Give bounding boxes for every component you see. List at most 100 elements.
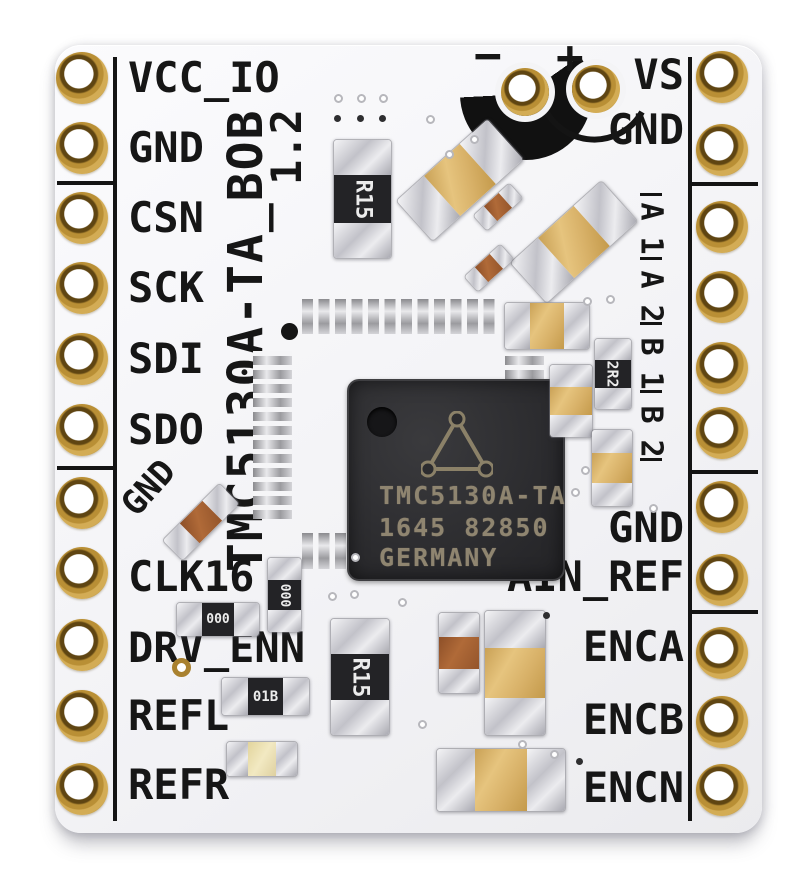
small-resistor-diag-b [463, 243, 515, 293]
motor-marking-tick [640, 257, 662, 260]
hole-drv-enn [56, 619, 108, 671]
pin-label-csn: CSN [128, 193, 204, 242]
hole-encn [696, 764, 748, 816]
hole-csn [56, 192, 108, 244]
silkscreen-divider-right-3 [688, 610, 758, 614]
test-point [518, 740, 527, 749]
test-point [550, 750, 559, 759]
via-dot [543, 612, 550, 619]
pin-label-gnd-2: GND [608, 503, 684, 552]
pin-label-vs: VS [633, 50, 684, 99]
resistor-value: R15 [347, 657, 373, 697]
pin-label-gnd-diagonal: GND [113, 451, 185, 525]
board-version-text: 1.2 [262, 109, 311, 185]
via-dot [357, 115, 364, 122]
hole-gnd-mid [56, 477, 108, 529]
pin-label-refr: REFR [128, 760, 230, 809]
hole-enca [696, 627, 748, 679]
capacitor-vertical-1 [549, 364, 593, 438]
test-point [581, 466, 590, 475]
chip-marking-line1: TMC5130A-TA [379, 481, 567, 510]
resistor-01b: 01B [221, 677, 310, 716]
hole-power-plus [572, 65, 620, 113]
sense-resistor-bottom: R15 [330, 618, 390, 736]
resistor-terminal [334, 140, 391, 176]
via-dot [334, 115, 341, 122]
test-point [418, 720, 427, 729]
input-capacitor-b [509, 179, 639, 305]
pin-label-gnd-1: GND [128, 123, 204, 172]
capacitor-vertical-2 [591, 429, 633, 507]
hole-a1 [696, 201, 748, 253]
hole-b1 [696, 342, 748, 394]
motor-char: A [633, 270, 669, 289]
hole-gnd-2 [696, 481, 748, 533]
resistor-brown-vertical [438, 612, 480, 694]
via-dot [576, 758, 583, 765]
test-point [357, 94, 366, 103]
resistor-terminal [334, 222, 391, 258]
capacitor-horizontal [504, 302, 590, 350]
test-point [398, 598, 407, 607]
test-point [328, 592, 337, 601]
hole-refl [56, 690, 108, 742]
chip-marking-line2: 1645 82850 [379, 513, 550, 542]
motor-char: B [633, 405, 669, 424]
test-point [571, 488, 580, 497]
hole-sdo [56, 404, 108, 456]
pin-label-sdo: SDO [128, 405, 204, 454]
test-point [583, 297, 592, 306]
hole-sck [56, 262, 108, 314]
resistor-value: R15 [350, 179, 375, 219]
hole-gnd-top [696, 124, 748, 176]
test-point [445, 150, 454, 159]
resistor-value: 000 [206, 612, 230, 627]
test-point [334, 94, 343, 103]
via-dot [379, 115, 386, 122]
test-point [379, 94, 388, 103]
motor-char: B [633, 337, 669, 356]
hole-ain-ref [696, 554, 748, 606]
pin-label-encn: ENCN [582, 763, 684, 812]
pin-label-vcc-io: VCC_IO [128, 53, 280, 102]
silkscreen-line-left-vertical [113, 57, 117, 821]
motor-pin-marking: A 1 A 2 B 1 B 2 [633, 195, 669, 465]
hole-sdi [56, 333, 108, 385]
test-point [351, 553, 360, 562]
pin-label-clk16: CLK16 [128, 552, 255, 601]
test-point [350, 590, 359, 599]
chip-pins-top [302, 299, 500, 334]
zero-ohm-vertical: 000 [267, 557, 302, 633]
trinamic-triangle-icon [421, 411, 493, 478]
pale-yellow-component [226, 741, 298, 777]
pin-label-encb: ENCB [582, 695, 684, 744]
hole-a2 [696, 271, 748, 323]
silkscreen-divider-right-1 [688, 182, 758, 186]
hole-gnd-1 [56, 122, 108, 174]
motor-char: 1 [633, 236, 669, 255]
resistor-value: 000 [276, 583, 292, 607]
motor-marking-tick [640, 390, 662, 393]
silkscreen-divider-left-1 [57, 181, 115, 185]
resistor-value: 01B [252, 688, 279, 705]
pin-label-gnd-top: GND [608, 105, 684, 154]
test-point [470, 135, 479, 144]
silkscreen-divider-right-2 [688, 470, 758, 474]
hole-vcc-io [56, 52, 108, 104]
pin-label-refl: REFL [128, 691, 230, 740]
chip-pins-left [253, 351, 292, 519]
test-point [606, 295, 615, 304]
pin-label-enca: ENCA [582, 622, 684, 671]
hole-power-minus [501, 68, 549, 116]
motor-marking-tick [640, 458, 662, 461]
silkscreen-divider-left-2 [57, 466, 115, 470]
tmc5130-chip: TMC5130A-TA 1645 82850 GERMANY [347, 379, 565, 581]
gold-via [172, 658, 191, 677]
chip-pin1-dot [367, 407, 397, 437]
polarity-minus-mark: − [474, 28, 502, 82]
motor-marking-tick [640, 322, 662, 325]
pin-label-sck: SCK [128, 263, 204, 312]
test-point [649, 504, 658, 513]
capacitor-horizontal-bottom [436, 748, 566, 812]
